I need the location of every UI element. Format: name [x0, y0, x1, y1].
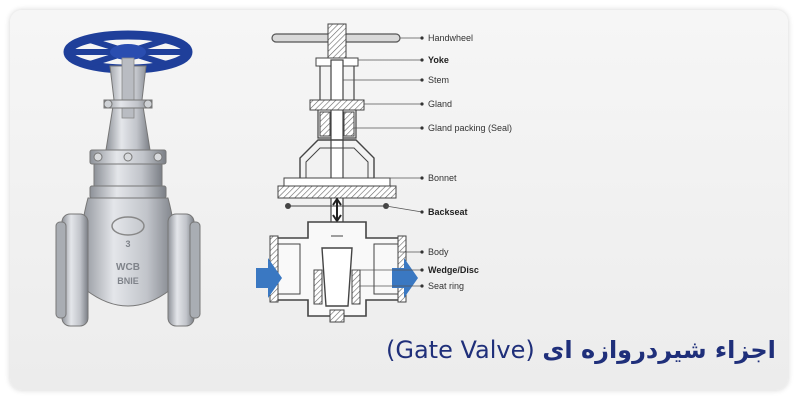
leader-lines [343, 37, 423, 287]
wedge-section [321, 247, 353, 307]
body-marking-code: BNIE [117, 276, 139, 286]
title-english: (Gate Valve) [386, 336, 535, 364]
flow-in-arrow [256, 258, 282, 298]
body-marking-material: WCB [116, 262, 140, 273]
part-labels: Handwheel Yoke Stem Gland Gland packing … [428, 33, 512, 291]
label-seat-ring: Seat ring [428, 281, 464, 291]
label-bonnet: Bonnet [428, 173, 457, 183]
label-stem: Stem [428, 75, 449, 85]
valve-cross-section [256, 23, 418, 323]
valve-photo: 3 WCB BNIE [55, 30, 201, 327]
label-backseat: Backseat [428, 207, 468, 217]
label-handwheel: Handwheel [428, 33, 473, 43]
leader-dots [420, 36, 424, 288]
label-gland-packing: Gland packing (Seal) [428, 123, 512, 133]
flow-out-arrow [392, 258, 418, 298]
label-gland: Gland [428, 99, 452, 109]
diagram-title: (Gate Valve) اجزاء شیردروازه ای [386, 336, 776, 364]
label-body: Body [428, 247, 449, 257]
label-wedge-disc: Wedge/Disc [428, 265, 479, 275]
body-marking-size: 3 [125, 239, 130, 249]
title-persian: اجزاء شیردروازه ای [542, 336, 776, 364]
label-yoke: Yoke [428, 55, 449, 65]
